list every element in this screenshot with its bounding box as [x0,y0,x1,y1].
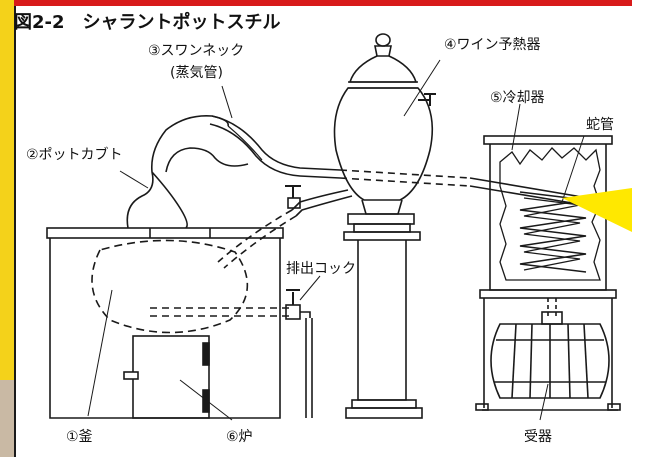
figure-title-text: シャラントポットスチル [82,12,281,33]
pillar-base [345,407,423,419]
pot-cap-body [126,114,229,229]
label-cooler: ⑤冷却器 [490,90,545,106]
kama-boiler-dashed [91,239,249,334]
coil-outer [519,191,587,273]
highlight-wedge [562,188,632,232]
left-yellow-strip [0,0,14,457]
cooler-legs [483,298,613,408]
swan-neck-outer [211,115,341,171]
label-kama: ①釜 [66,429,93,445]
kama-top-slab [46,227,284,239]
preheater-body [333,87,434,201]
preheater-knob [375,33,391,47]
feed-cock [285,185,301,198]
right-margin [632,0,646,457]
label-swan-neck-sub: (蒸気管) [170,65,223,81]
swan-neck-inner [209,123,341,179]
label-coil: 蛇管 [586,117,614,133]
figure-number: 図2-2 [14,12,65,33]
top-red-frame [0,0,646,6]
pillar-shaft [357,240,407,401]
receiver-barrel [490,323,610,399]
cooler-lid [483,135,613,145]
pot-cap-inner [165,147,249,173]
furnace-door [132,335,210,419]
label-receiver: 受器 [524,429,552,445]
label-wine-preheater: ④ワイン予熱器 [444,37,541,53]
preheater-dome [348,55,418,83]
figure-title: 図2-2 シャラントポットスチル [14,8,281,34]
still-drawing [46,33,621,421]
label-drain-cock: 排出コック [286,261,356,277]
label-pot-cap: ②ポットカブト [26,147,123,163]
label-furnace: ⑥炉 [226,429,253,445]
label-swan-neck: ③スワンネック [148,43,245,59]
drain-cock-body [285,304,301,320]
kama-housing [49,238,281,419]
left-border-line [14,6,16,457]
pillar-cap [347,213,415,225]
left-photo-edge [0,380,14,457]
